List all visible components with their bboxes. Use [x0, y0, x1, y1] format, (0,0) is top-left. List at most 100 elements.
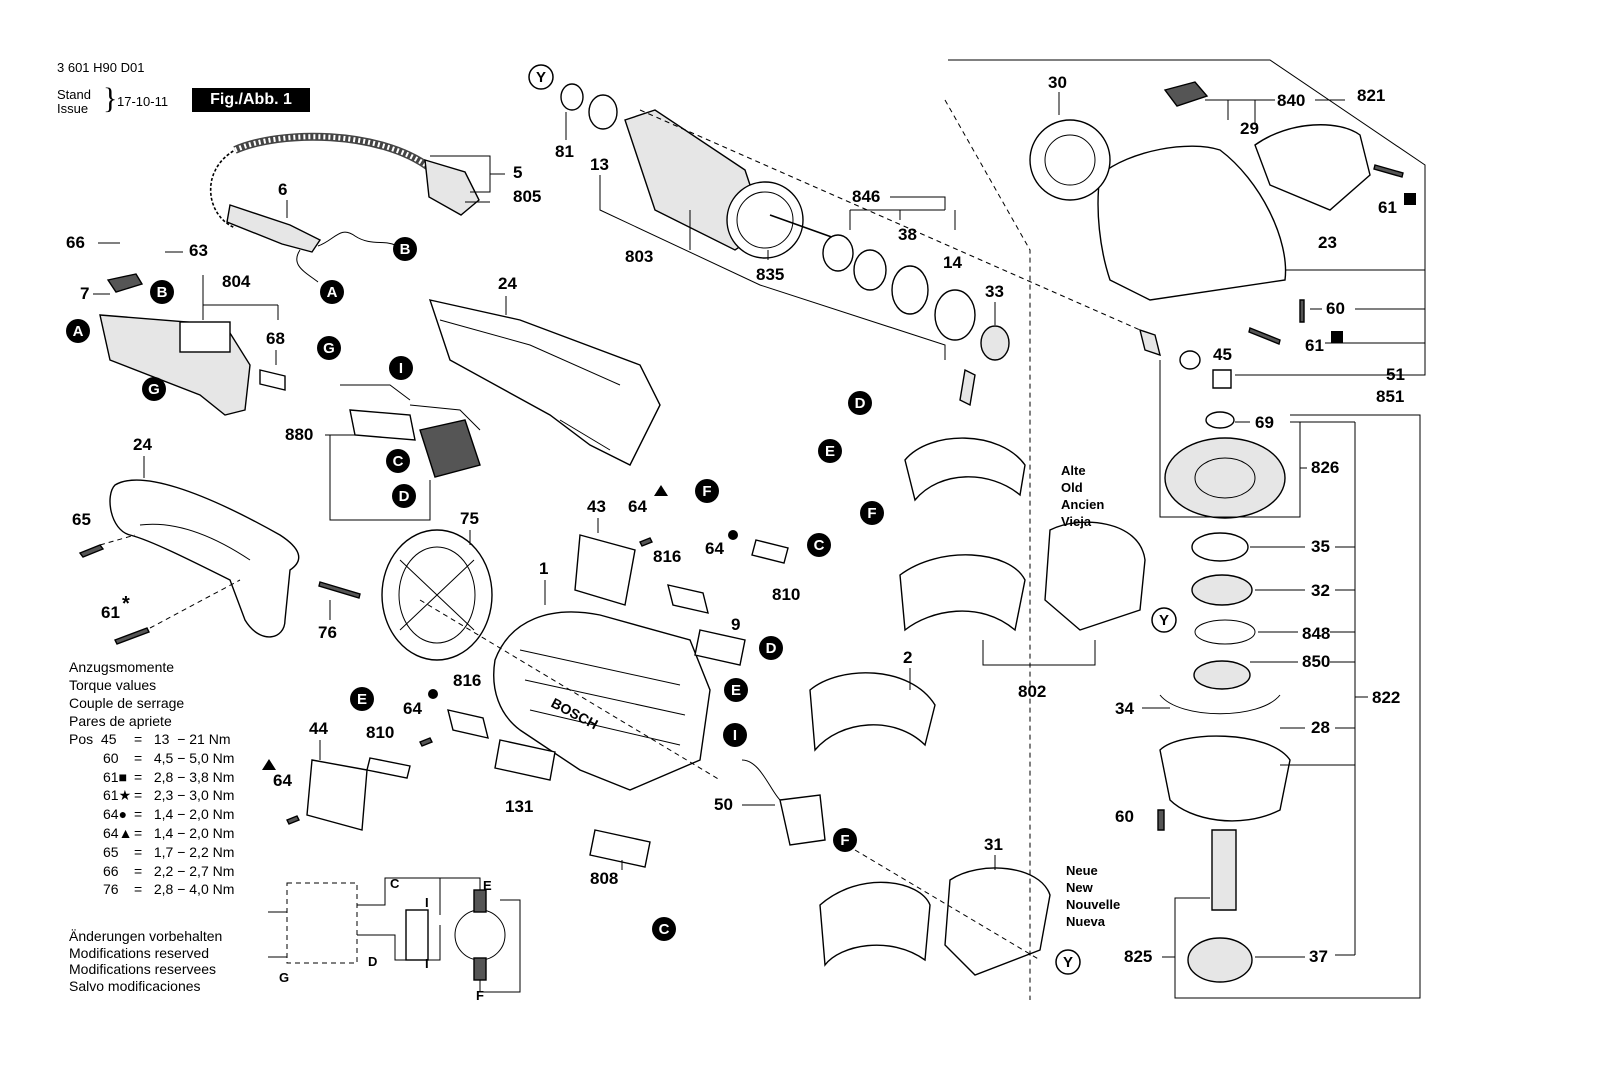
- mods-es: Salvo modificaciones: [69, 977, 201, 994]
- part-number-9: 9: [731, 615, 740, 634]
- part-number-34: 34: [1115, 699, 1134, 718]
- callout-f-3: F: [840, 832, 849, 849]
- wiring-schematic: [268, 877, 521, 993]
- callout-d-3: D: [766, 640, 777, 657]
- part-number-14: 14: [943, 253, 962, 272]
- part-number-60-b: 60: [1115, 807, 1134, 826]
- document-code: 3 601 H90 D01: [57, 60, 145, 75]
- part-number-65: 65: [72, 510, 91, 529]
- torque-row-value: = 1,4 − 2,0 Nm: [134, 825, 235, 841]
- torque-title-en: Torque values: [69, 677, 157, 693]
- part-number-43: 43: [587, 497, 606, 516]
- part-number-31: 31: [984, 835, 1003, 854]
- part-number-24-side: 24: [133, 435, 152, 454]
- callout-b-2: B: [157, 284, 168, 301]
- callout-d-2: D: [855, 395, 866, 412]
- callout-a-1: A: [327, 284, 338, 301]
- part-number-826: 826: [1311, 458, 1339, 477]
- part-number-6: 6: [278, 180, 287, 199]
- part-number-64-d: 64: [403, 699, 422, 718]
- part-number-810-a: 810: [772, 585, 800, 604]
- part-number-7: 7: [80, 284, 89, 303]
- mods-fr: Modifications reservees: [69, 961, 217, 977]
- side-handle: [109, 479, 300, 638]
- callout-d-1: D: [399, 488, 410, 505]
- wire-label-i-bottom: I: [425, 956, 429, 971]
- part-number-51: 51: [1386, 365, 1405, 384]
- stator-field-new: [809, 672, 1051, 976]
- torque-row-value: = 1,4 − 2,0 Nm: [134, 806, 235, 823]
- callout-e-1: E: [825, 443, 835, 460]
- torque-row-value: = 2,2 − 2,7 Nm: [134, 862, 235, 879]
- wire-label-f: F: [476, 988, 484, 1003]
- torque-row-value: = 13 − 21 Nm: [134, 731, 231, 747]
- part-number-68: 68: [266, 329, 285, 348]
- callout-b-1: B: [400, 241, 411, 258]
- callout-f-2: F: [702, 483, 711, 500]
- part-number-81: 81: [555, 142, 574, 161]
- air-guide-ring: [381, 529, 493, 661]
- switch-assembly: [99, 273, 286, 416]
- torque-row-pos: 61★: [103, 787, 132, 804]
- part-number-61-b: 61: [1305, 336, 1324, 355]
- part-number-50: 50: [714, 795, 733, 814]
- armature: [624, 109, 841, 259]
- part-number-33: 33: [985, 282, 1004, 301]
- torque-row-pos: 66: [103, 862, 119, 879]
- part-number-23: 23: [1318, 233, 1337, 252]
- callout-y-1: Y: [536, 69, 546, 86]
- torque-titles: Anzugsmomente Torque values Couple de se…: [69, 658, 184, 730]
- torque-row-value: = 1,7 − 2,2 Nm: [134, 843, 235, 860]
- stator-field-old: [899, 437, 1146, 632]
- part-number-35: 35: [1311, 537, 1330, 556]
- part-number-848: 848: [1302, 624, 1330, 643]
- torque-row-value: = 2,3 − 3,0 Nm: [134, 787, 235, 804]
- callout-i-2: I: [733, 727, 737, 744]
- callout-y-2: Y: [1159, 612, 1169, 629]
- brace-symbol: }: [103, 82, 118, 115]
- svg-text:*: *: [122, 593, 130, 615]
- stator-new-de: Neue: [1066, 863, 1098, 878]
- part-number-29: 29: [1240, 119, 1259, 138]
- torque-row-value: = 2,8 − 3,8 Nm: [134, 768, 235, 785]
- mods-de: Änderungen vorbehalten: [69, 928, 223, 944]
- part-number-75: 75: [460, 509, 479, 528]
- part-number-32: 32: [1311, 581, 1330, 600]
- issue-date: 17-10-11: [117, 94, 169, 109]
- electronics-module: [340, 384, 481, 478]
- part-number-1: 1: [539, 559, 548, 578]
- stator-old-fr: Ancien: [1061, 497, 1104, 512]
- part-number-64-c: 64: [273, 771, 292, 790]
- part-number-13: 13: [590, 155, 609, 174]
- callout-e-3: E: [357, 691, 367, 708]
- callout-i-1: I: [399, 360, 403, 377]
- wire-label-g: G: [279, 970, 289, 985]
- torque-row-pos: 64▲: [103, 825, 133, 841]
- motor-housing: BOSCH: [493, 611, 711, 791]
- part-number-63: 63: [189, 241, 208, 260]
- stator-new-es: Nueva: [1066, 914, 1106, 929]
- part-number-816-a: 816: [653, 547, 681, 566]
- part-number-64-b: 64: [705, 539, 724, 558]
- stand-issue-label: Stand Issue: [57, 88, 91, 116]
- part-number-850: 850: [1302, 652, 1330, 671]
- part-number-76: 76: [318, 623, 337, 642]
- part-number-44: 44: [309, 719, 328, 738]
- torque-title-de: Anzugsmomente: [69, 659, 175, 675]
- stator-old-de: Alte: [1061, 463, 1086, 478]
- mods-en: Modifications reserved: [69, 944, 210, 961]
- stator-new-fr: Nouvelle: [1066, 897, 1120, 912]
- part-number-821: 821: [1357, 86, 1385, 105]
- torque-title-es: Pares de apriete: [69, 713, 172, 729]
- part-number-825: 825: [1124, 947, 1152, 966]
- part-number-66: 66: [66, 233, 85, 252]
- part-number-840: 840: [1277, 91, 1305, 110]
- torque-row-pos: 65: [103, 843, 119, 860]
- callout-g-2: G: [323, 340, 335, 357]
- part-number-61-a: 61: [1378, 198, 1397, 217]
- stator-old-es: Vieja: [1061, 514, 1092, 529]
- wire-label-i-top: I: [425, 895, 429, 910]
- part-number-45: 45: [1213, 345, 1232, 364]
- callout-a-2: A: [73, 323, 84, 340]
